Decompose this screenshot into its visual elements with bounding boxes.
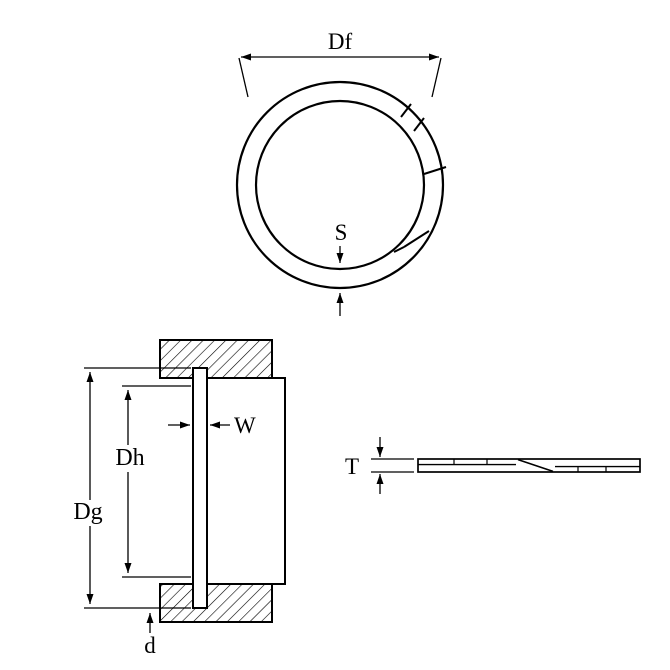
ring-cross-section: [192, 367, 208, 609]
t-label: T: [345, 454, 359, 479]
dim-groove-diameter: Dg: [73, 367, 191, 609]
side-view: T: [345, 437, 641, 494]
spiral-outer-end-mark: [423, 166, 447, 175]
retained-part: [206, 377, 286, 585]
section-view: Dh Dg W d: [73, 339, 286, 658]
ring-inner-circle: [254, 99, 426, 271]
coil-joint-ticks: [453, 459, 607, 472]
df-label: Df: [328, 29, 353, 54]
dim-thickness: T: [345, 437, 414, 494]
dim-ring-width: W: [168, 413, 256, 438]
spiral-end-marks: [393, 103, 447, 253]
spiral-break-mark-2: [413, 117, 425, 132]
df-extension-right: [431, 57, 442, 98]
spiral-inner-end-tail: [393, 246, 405, 253]
dim-groove-depth: d: [144, 613, 156, 658]
ring-front-view: Df S: [235, 29, 447, 316]
df-extension-left: [238, 57, 249, 98]
spiral-break-mark-1: [400, 103, 412, 118]
d-label: d: [144, 633, 156, 658]
dh-label: Dh: [115, 445, 144, 471]
w-label: W: [234, 413, 256, 438]
s-label: S: [335, 220, 348, 245]
dim-inner-diameter: Dh: [115, 385, 191, 578]
housing-lower-section: [159, 583, 273, 623]
ring-outer-circle: [235, 80, 445, 290]
spiral-inner-end-mark: [403, 230, 430, 248]
dim-radial-wall: S: [335, 220, 348, 316]
ring-edge-outline: [417, 458, 641, 473]
dg-label: Dg: [73, 499, 102, 525]
housing-upper-section: [159, 339, 273, 379]
spiral-transition-diagonal: [517, 458, 554, 473]
dim-free-diameter: Df: [238, 29, 442, 98]
